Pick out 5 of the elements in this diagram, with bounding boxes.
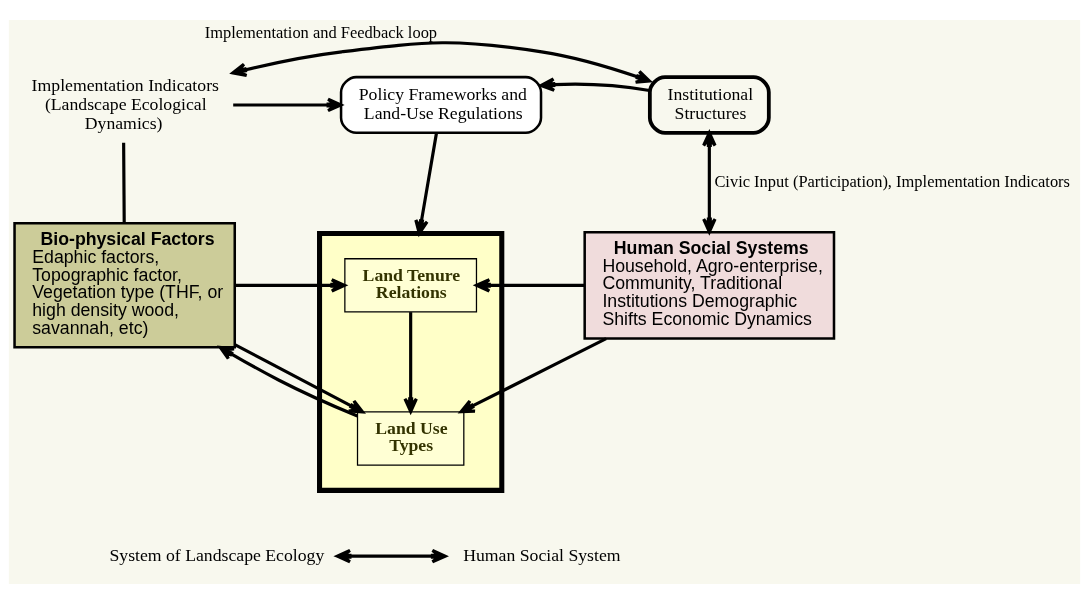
edge-label: Implementation and Feedback loop [204,22,438,42]
node-text: Implementation Indicators (Landscape Ecological Dynamics) [31,74,219,133]
node-text: System of Landscape Ecology [109,544,325,565]
node-text: Human Social System [463,544,621,565]
edge-label: Civic Input (Participation), Implementation Indicators [714,171,1071,191]
